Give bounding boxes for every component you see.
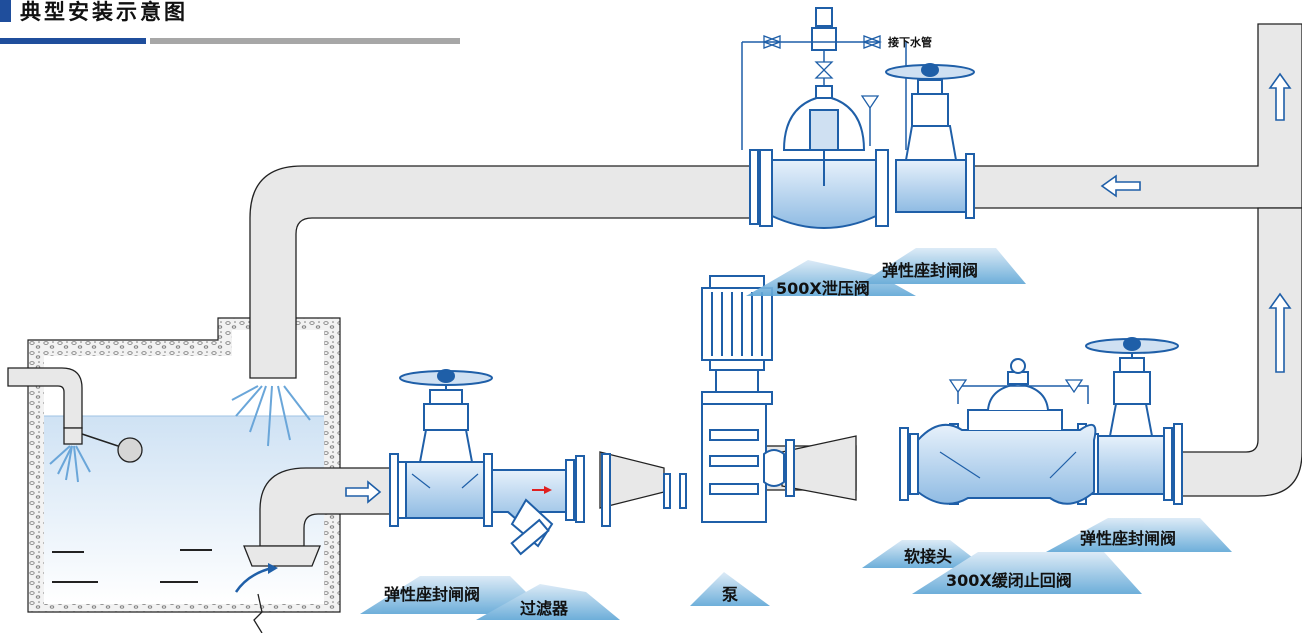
label-gate-valve-inlet: 弹性座封闸阀 [384, 585, 480, 604]
gate-valve-outlet [1086, 338, 1178, 494]
float-ball-icon [118, 438, 142, 462]
label-soft-joint: 软接头 [904, 547, 952, 566]
handwheel-icon [886, 64, 974, 79]
relief-valve-500x [742, 8, 906, 228]
label-mounds [360, 248, 1232, 620]
label-check-valve: 300X缓闭止回阀 [946, 571, 1072, 590]
needle-valve-icon [816, 62, 832, 78]
gate-valve-top [886, 64, 974, 218]
gate-valve-inlet [400, 370, 492, 518]
label-pump: 泵 [721, 585, 738, 604]
label-drain-note: 接下水管 [888, 35, 932, 49]
label-relief-valve: 500X泄压阀 [776, 279, 870, 298]
check-valve-300x [918, 359, 1095, 504]
label-gate-valve-top: 弹性座封闸阀 [882, 261, 978, 280]
handwheel-icon [400, 370, 492, 385]
pump [702, 276, 772, 522]
suction-bell [244, 546, 320, 566]
label-gate-valve-outlet: 弹性座封闸阀 [1080, 529, 1176, 548]
soft-joint [764, 450, 784, 486]
handwheel-icon [1086, 338, 1178, 353]
y-strainer [492, 470, 566, 554]
label-strainer: 过滤器 [520, 599, 569, 618]
